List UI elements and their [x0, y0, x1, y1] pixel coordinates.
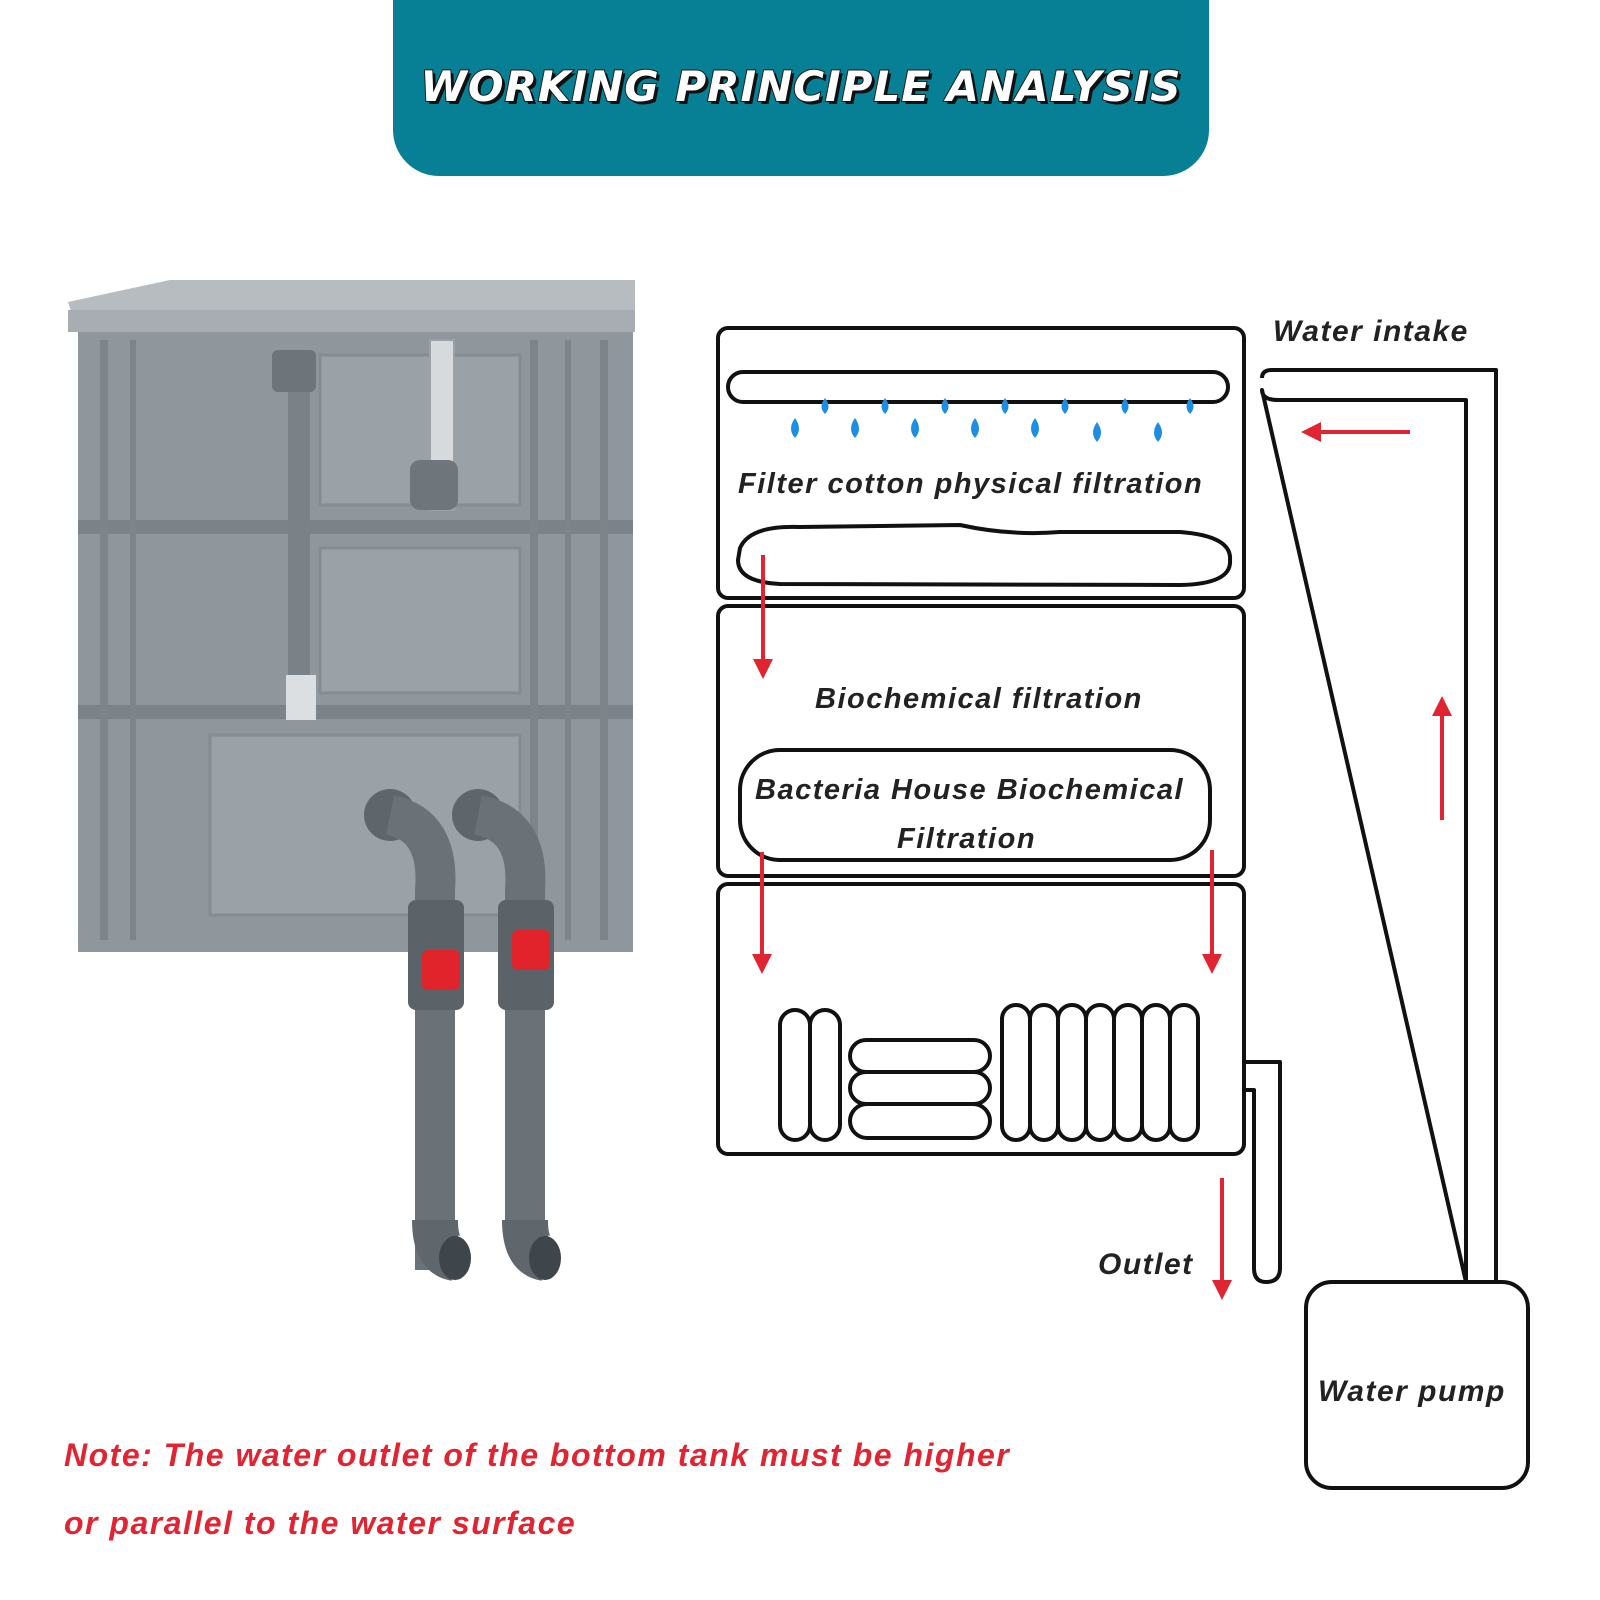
label-water-pump: Water pump	[1318, 1375, 1506, 1408]
filter-tank-illustration	[68, 280, 635, 1281]
bottom-tank	[716, 882, 1246, 1156]
label-bacteria-house-2: Filtration	[897, 823, 1037, 855]
middle-tank	[716, 604, 1246, 878]
label-bacteria-house-1: Bacteria House Biochemical	[755, 774, 1185, 806]
water-drops	[791, 398, 1194, 442]
intake-pipe	[1260, 368, 1498, 1284]
label-water-intake: Water intake	[1273, 315, 1469, 348]
top-tank	[716, 326, 1246, 600]
label-filter-cotton: Filter cotton physical filtration	[738, 468, 1204, 500]
outlet-pipe	[1244, 1060, 1282, 1284]
page-title: WORKING PRINCIPLE ANALYSIS	[420, 61, 1182, 112]
bacteria-house	[738, 748, 1212, 862]
note-line-1: Note: The water outlet of the bottom tan…	[64, 1437, 1011, 1473]
bio-media	[778, 1003, 1200, 1142]
water-pump-box	[1304, 1280, 1530, 1490]
filter-cotton	[736, 523, 1233, 587]
label-biochemical: Biochemical filtration	[815, 683, 1143, 715]
title-banner: WORKING PRINCIPLE ANALYSIS	[393, 0, 1209, 176]
spray-bar	[726, 370, 1230, 404]
note-line-2: or parallel to the water surface	[64, 1505, 577, 1541]
label-outlet: Outlet	[1098, 1248, 1194, 1281]
